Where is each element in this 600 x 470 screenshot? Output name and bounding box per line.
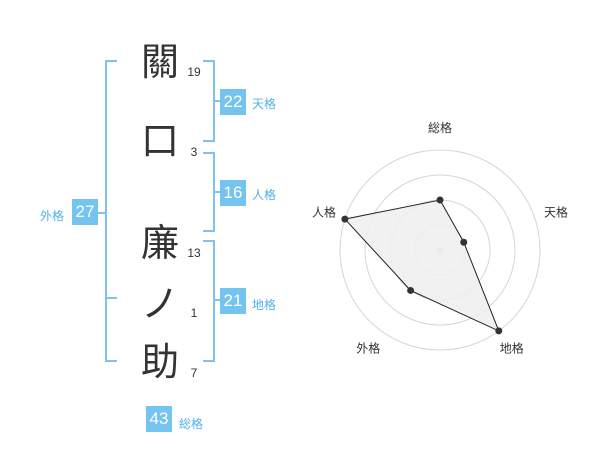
- radar-point-4: [407, 286, 415, 294]
- radar-axis-label-3: 地格: [500, 341, 524, 356]
- chikaku-bracket: [203, 240, 215, 362]
- radar-point-3: [495, 327, 503, 335]
- stroke-count-3: 13: [187, 246, 201, 260]
- chikaku-label: 地格: [252, 298, 277, 312]
- name-char-2: 口: [140, 119, 179, 163]
- jinkaku-label: 人格: [252, 188, 277, 202]
- chikaku-badge: 21: [220, 288, 246, 314]
- radar-point-5: [341, 215, 349, 223]
- radar-data-points: [341, 196, 503, 335]
- gaikaku-label: 外格: [40, 209, 65, 223]
- name-split-tick: [105, 297, 117, 299]
- radar-axis-label-5: 人格: [312, 204, 336, 219]
- bracket-tick-tenkaku: [213, 100, 220, 102]
- gaikaku-badge: 27: [72, 199, 98, 225]
- radar-ring-4: [339, 149, 541, 351]
- soukaku-label: 総格: [179, 417, 204, 431]
- name-char-1: 關: [140, 40, 179, 84]
- name-char-3: 廉: [140, 221, 179, 265]
- bracket-tick-chikaku: [213, 299, 220, 301]
- radar-axis-label-4: 外格: [356, 341, 380, 356]
- outer-bracket: [105, 60, 117, 362]
- stroke-count-2: 3: [190, 145, 198, 159]
- name-char-5: 助: [140, 340, 179, 384]
- name-char-4: ノ: [140, 282, 179, 326]
- stroke-count-1: 19: [187, 65, 201, 79]
- bracket-tick-jinkaku: [213, 191, 220, 193]
- stroke-count-5: 7: [190, 366, 198, 380]
- tenkaku-label: 天格: [252, 97, 277, 111]
- radar-point-1: [436, 196, 444, 204]
- radar-point-2: [460, 238, 468, 246]
- radar-axis-label-1: 総格: [428, 120, 452, 135]
- radar-ring-3: [364, 174, 516, 326]
- tenkaku-badge: 22: [220, 89, 246, 115]
- radar-axis-label-2: 天格: [544, 204, 568, 219]
- radar-data-area: [343, 199, 500, 332]
- jinkaku-badge: 16: [220, 180, 246, 206]
- stroke-count-4: 1: [190, 306, 198, 320]
- soukaku-badge: 43: [146, 406, 172, 432]
- outer-bracket-tick: [95, 212, 105, 214]
